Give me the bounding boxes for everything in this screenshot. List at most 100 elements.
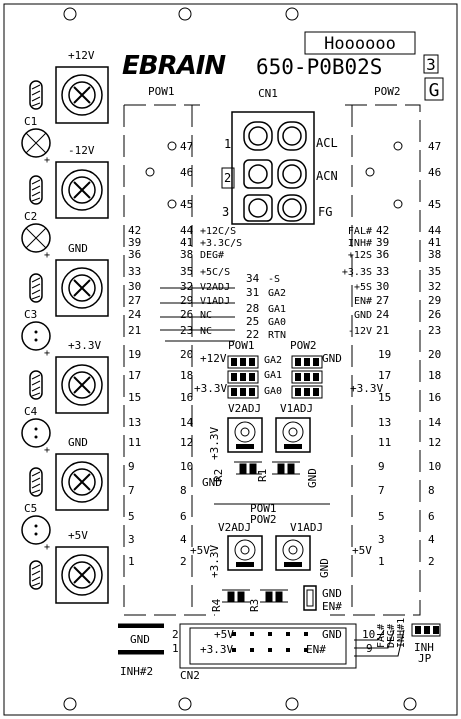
terminal-screw[interactable] <box>55 356 109 414</box>
cn1-pin-1: 1 <box>224 137 231 151</box>
pow2-inner-number: 1 <box>378 555 385 568</box>
g-text: G <box>429 80 440 101</box>
label-plus5v-right: +5V <box>352 544 372 557</box>
jumper-header[interactable] <box>291 355 323 369</box>
pow2-outer-number: 16 <box>428 391 441 404</box>
pow1-pin-number: 2 <box>180 555 187 568</box>
terminal-screw[interactable] <box>55 66 109 124</box>
cn2-label: CN2 <box>180 669 200 682</box>
pow2-small: POW2 <box>290 339 317 352</box>
potentiometer-v2[interactable] <box>227 417 263 453</box>
right-signal-name: EN# <box>354 296 372 307</box>
jumper-header[interactable] <box>227 370 259 384</box>
pow1-pin-number: 41 <box>180 236 193 249</box>
jumper-header[interactable] <box>227 385 259 399</box>
pow1-pin-number: 8 <box>180 484 187 497</box>
pow1-pin-number: 32 <box>180 280 193 293</box>
cn1-fg: FG <box>318 205 332 219</box>
pow1-outer-number: 3 <box>128 533 135 546</box>
pow1-outer-number: 7 <box>128 484 135 497</box>
terminal-screw[interactable] <box>55 259 109 317</box>
cn2-pin <box>304 648 308 652</box>
mounting-hole <box>178 697 192 711</box>
pow-outlines <box>123 104 421 616</box>
fuse-oval <box>29 175 43 205</box>
pow1-outer-number: 13 <box>128 416 141 429</box>
cn2-pin <box>286 648 290 652</box>
pow2-inner-number: 5 <box>378 510 385 523</box>
pow1-pin-number: 47 <box>180 140 193 153</box>
test-pad <box>167 141 177 151</box>
jumper-header[interactable] <box>227 355 259 369</box>
g-box <box>424 77 444 101</box>
pow2-inner-number: 11 <box>378 436 391 449</box>
model-number: 650-P0B02S <box>256 55 382 79</box>
mounting-hole <box>403 697 417 711</box>
left-signal-name: +5C/S <box>200 267 230 278</box>
pow1-pin-number: 12 <box>180 436 193 449</box>
fuse-oval <box>29 370 43 400</box>
pow2-inner-number: 7 <box>378 484 385 497</box>
test-pad <box>393 141 403 151</box>
potentiometer-v2-lower[interactable] <box>227 535 263 571</box>
resistor-r1 <box>272 461 300 475</box>
terminal-screw[interactable] <box>55 161 109 219</box>
potentiometer-v1[interactable] <box>275 417 311 453</box>
cn2-pin <box>250 632 254 636</box>
pow1-pin-number: 38 <box>180 248 193 261</box>
terminal-label: -12V <box>68 144 95 157</box>
right-signal-name: +5S <box>354 282 372 293</box>
cn2-plus33v: +3.3V <box>200 643 233 656</box>
pow2-outer-number: 10 <box>428 460 441 473</box>
rev-box <box>423 54 439 74</box>
pow1-outer-number: 15 <box>128 391 141 404</box>
label-r1: R1 <box>256 469 269 482</box>
terminal-screw[interactable] <box>55 453 109 511</box>
label-pot2-33: +3.3V <box>208 545 221 578</box>
label-gnd-r2: GND <box>202 476 222 489</box>
label-plus5v-left: +5V <box>190 544 210 557</box>
mounting-hole <box>285 697 299 711</box>
ga-jumper-block <box>227 355 323 399</box>
right-signal-number: 30 <box>376 280 389 293</box>
fuse-oval <box>29 273 43 303</box>
pow1-pin-number: 45 <box>180 198 193 211</box>
label-gnd-en: GND <box>322 587 342 600</box>
pow2-outer-number: 35 <box>428 265 441 278</box>
capacitor <box>21 515 51 545</box>
pow1-outer-number: 24 <box>128 308 142 321</box>
pow2-outer-number: 4 <box>428 533 435 546</box>
center-signal-name: RTN <box>268 330 286 341</box>
pow1-outer-number: 33 <box>128 265 141 278</box>
pow2-outer-number: 46 <box>428 166 441 179</box>
center-signal-name: GA2 <box>268 288 286 299</box>
label-r4: R4 <box>210 598 223 612</box>
cn2-pin <box>232 648 236 652</box>
pow1-pin-number: 26 <box>180 308 193 321</box>
inh-jumper[interactable] <box>411 623 441 637</box>
bottom-trace-lines <box>354 629 405 657</box>
en-switch[interactable] <box>303 585 317 611</box>
pow1-outer-number: 36 <box>128 248 141 261</box>
cn2-pin <box>268 632 272 636</box>
jumper-header[interactable] <box>291 370 323 384</box>
label-gnd-19: GND <box>322 352 342 365</box>
capacitor <box>21 223 51 253</box>
pow2-outer-number: 6 <box>428 510 435 523</box>
potentiometer-v1-lower[interactable] <box>275 535 311 571</box>
terminal-screw[interactable] <box>55 546 109 604</box>
pow2-inner-number: 17 <box>378 369 391 382</box>
test-pad <box>365 167 375 177</box>
right-signal-number: 42 <box>376 224 389 237</box>
jumper-header[interactable] <box>291 385 323 399</box>
pow1-label: POW1 <box>148 85 175 98</box>
fuse-oval <box>29 80 43 110</box>
label-jp: JP <box>418 652 432 665</box>
pow1-pin-number: 29 <box>180 294 193 307</box>
pow2-outer-number: 38 <box>428 248 441 261</box>
cn2-num-1: 1 <box>172 642 179 655</box>
label-plus33-right: +3.3V <box>350 382 383 395</box>
cn2-pin <box>250 648 254 652</box>
board-outline <box>3 3 458 716</box>
